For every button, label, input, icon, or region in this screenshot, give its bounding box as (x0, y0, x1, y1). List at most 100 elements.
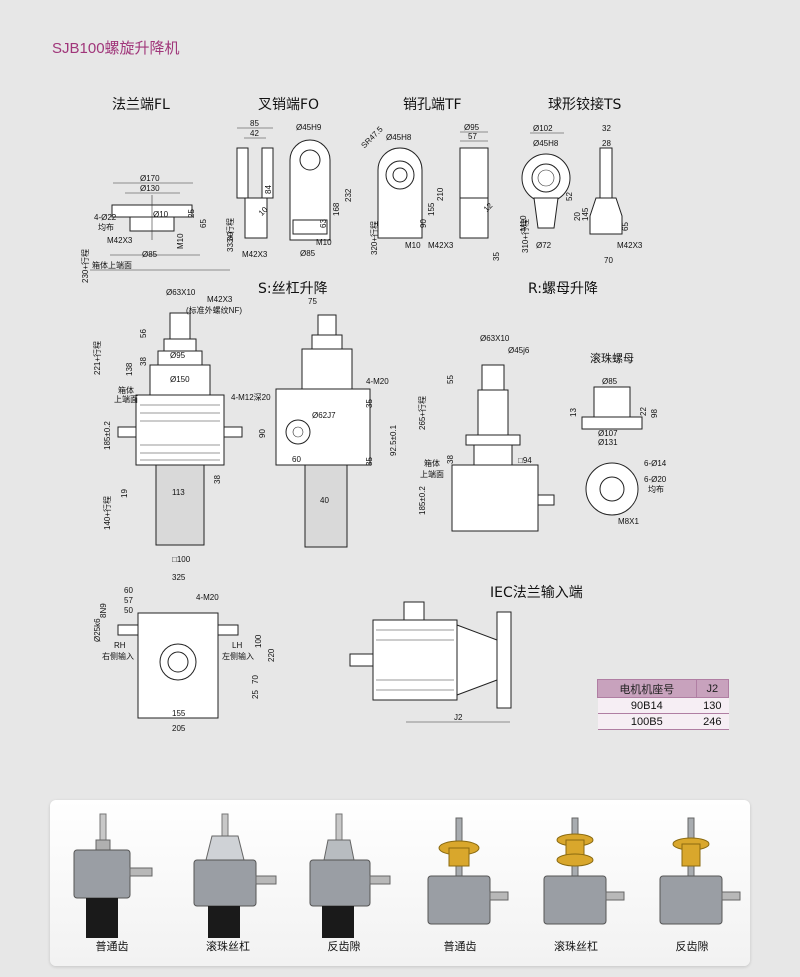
dimension-label: 325 (172, 573, 186, 582)
s-side-view: 75 4-M20 4-M12深20 Ø62J7 90 60 35 35 92.5… (231, 297, 398, 548)
dimension-label: 40 (320, 496, 329, 505)
dimension-label: Ø170 (140, 174, 160, 183)
dimension-label: Ø150 (170, 375, 190, 384)
dimension-label: 滚珠螺母 (590, 351, 634, 365)
dimension-label: M42X3 (107, 236, 133, 245)
dimension-label: M10 (405, 241, 421, 250)
dimension-label: Ø63X10 (166, 288, 196, 297)
heading-iec: IEC法兰输入端 (490, 585, 583, 601)
dimension-label: 90 (419, 219, 428, 228)
fl-drawing: Ø170 Ø130 Ø10 4-Ø22 均布 M42X3 Ø85 M10 25 … (80, 174, 230, 283)
dimension-label: 84 (264, 185, 273, 194)
dimension-label: 右侧输入 (102, 651, 134, 661)
dimension-label: 22 (639, 407, 648, 416)
dimension-label: SR47.5 (359, 124, 385, 150)
motor-table-cell: 130 (696, 697, 729, 714)
dimension-label: 35 (492, 252, 501, 261)
s-front-view: Ø63X10 M42X3 (标准外螺纹NF) 56 38 Ø95 Ø150 箱体… (92, 288, 243, 564)
dimension-label: Ø95 (170, 351, 186, 360)
dimension-label: 50 (124, 606, 133, 615)
dimension-label: 98 (650, 409, 659, 418)
dimension-label: 205 (172, 724, 186, 733)
jack-image (543, 817, 625, 925)
dimension-label: 42 (250, 129, 259, 138)
motor-table-row: 90B14 130 (597, 697, 729, 714)
ball-nut-drawing: 滚珠螺母 Ø85 13 22 98 Ø107 Ø131 6-Ø14 6-Ø20 … (569, 351, 667, 526)
dimension-label: 上端面 (114, 394, 138, 404)
dimension-label: Ø85 (602, 377, 618, 386)
product-photo: 反齿隙 (634, 800, 750, 966)
dimension-label: 30 (226, 232, 235, 241)
dimension-label: 上端面 (420, 469, 444, 479)
dimension-label: 70 (251, 675, 260, 684)
tf-drawing: SR47.5 Ø45H8 Ø95 57 90 155 210 12 35 M10… (359, 123, 501, 261)
dimension-label: 65 (199, 219, 208, 228)
motor-table-header-cell: 电机机座号 (597, 679, 697, 698)
product-photo: 滚珠丝杠 (170, 800, 286, 966)
heading-fl: 法兰端FL (112, 97, 170, 113)
heading-r: R:螺母升降 (528, 281, 598, 297)
motor-table: 电机机座号 J2 90B14 130 100B5 246 (597, 679, 730, 730)
dimension-label: LH (232, 641, 242, 650)
dimension-label: 均布 (648, 484, 664, 494)
dimension-label: 4-M12深20 (231, 393, 271, 402)
dimension-label: 32 (602, 124, 611, 133)
dimension-label: □94 (518, 456, 532, 465)
jack-image (309, 813, 391, 938)
product-photo: 滚珠丝杠 (518, 800, 634, 966)
dimension-label: 19 (120, 489, 129, 498)
product-photo: 反齿隙 (286, 800, 402, 966)
dimension-label: 左侧输入 (222, 651, 254, 661)
iec-drawing: J2 (349, 601, 512, 723)
dimension-label: 320+行程 (369, 221, 379, 255)
dimension-label: J2 (454, 713, 463, 722)
dimension-label: 箱体 (118, 385, 134, 395)
photo-caption: 反齿隙 (327, 940, 361, 953)
dimension-label: Ø45H8 (386, 133, 412, 142)
page-title: SJB100螺旋升降机 (52, 40, 180, 57)
dimension-label: 140+行程 (102, 496, 112, 530)
dimension-label: 113 (172, 488, 185, 497)
dimension-label: 6-Ø14 (644, 459, 667, 468)
dimension-label: Ø107 (598, 429, 618, 438)
dimension-label: 52 (565, 192, 574, 201)
dimension-label: 92.5±0.1 (389, 424, 398, 456)
technical-drawing: 法兰端FL 叉销端FO 销孔端TF 球形铰接TS Ø170 Ø130 Ø10 4… (80, 96, 667, 733)
dimension-label: 185±0.2 (103, 421, 112, 450)
dimension-label: 85 (250, 119, 259, 128)
dimension-label: 57 (124, 596, 133, 605)
dimension-label: Ø72 (536, 241, 552, 250)
product-photo-strip: 普通齿 滚珠丝杠 反齿隙 普通齿 (50, 800, 750, 966)
dimension-label: M10 (316, 238, 332, 247)
dimension-label: 138 (125, 362, 134, 376)
dimension-label: 箱体 (424, 458, 440, 468)
dimension-label: Ø63X10 (480, 334, 510, 343)
dimension-label: □100 (172, 555, 191, 564)
dimension-label: 箱体上端面 (92, 260, 132, 270)
dimension-label: Ø45j6 (508, 346, 530, 355)
dimension-label: Ø45H9 (296, 123, 322, 132)
jack-image (659, 817, 741, 925)
jack-image (73, 813, 153, 938)
dimension-label: M10 (176, 233, 185, 249)
motor-table-cell: 90B14 (597, 697, 697, 714)
dimension-label: 38 (446, 455, 455, 464)
dimension-label: M42X3 (207, 295, 233, 304)
motor-table-cell: 246 (696, 713, 729, 730)
dimension-label: Ø25k6 (93, 618, 102, 642)
heading-tf: 销孔端TF (403, 97, 462, 113)
dimension-label: 232 (344, 188, 353, 202)
dimension-label: Ø85 (142, 250, 158, 259)
dimension-label: 210 (436, 187, 445, 201)
dimension-label: 60 (124, 586, 133, 595)
dimension-label: 220 (267, 648, 276, 662)
dimension-label: 13 (569, 408, 578, 417)
dimension-label: Ø131 (598, 438, 618, 447)
dimension-label: 25 (187, 209, 196, 218)
dimension-label: 55 (446, 375, 455, 384)
dimension-label: 4-M20 (196, 593, 219, 602)
dimension-label: 63 (319, 219, 328, 228)
motor-table-row: 100B5 246 (597, 713, 729, 730)
dimension-label: 20 (573, 212, 582, 221)
dimension-label: 75 (308, 297, 317, 306)
